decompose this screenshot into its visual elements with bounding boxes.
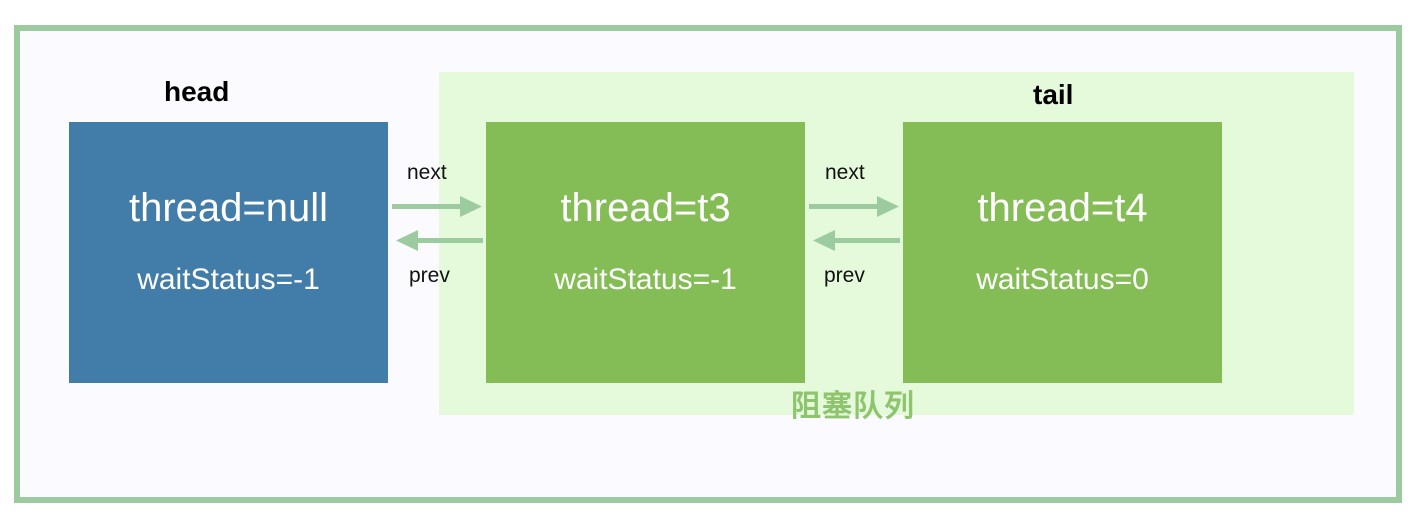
next-arrow-1 bbox=[392, 204, 462, 209]
prev-label-1: prev bbox=[409, 264, 450, 287]
node-wait-status: waitStatus=-1 bbox=[137, 263, 320, 296]
tail-label: tail bbox=[1033, 79, 1074, 110]
node-wait-status: waitStatus=0 bbox=[976, 263, 1149, 296]
prev-label-2: prev bbox=[824, 264, 865, 287]
next-arrow-2 bbox=[809, 204, 879, 209]
node-t4: thread=t4 waitStatus=0 bbox=[903, 122, 1222, 383]
prev-arrow-1 bbox=[416, 238, 483, 243]
next-label-1: next bbox=[407, 161, 447, 184]
node-wait-status: waitStatus=-1 bbox=[554, 263, 737, 296]
head-label: head bbox=[164, 76, 230, 107]
next-arrowhead-2 bbox=[877, 196, 899, 217]
next-arrowhead-1 bbox=[460, 196, 482, 217]
prev-arrowhead-2 bbox=[813, 230, 835, 251]
prev-arrow-2 bbox=[833, 238, 900, 243]
blocking-queue-label: 阻塞队列 bbox=[791, 389, 915, 424]
next-label-2: next bbox=[825, 161, 865, 184]
node-thread: thread=t4 bbox=[977, 186, 1148, 230]
node-thread: thread=t3 bbox=[560, 186, 731, 230]
head-node: thread=null waitStatus=-1 bbox=[69, 122, 388, 383]
node-t3: thread=t3 waitStatus=-1 bbox=[486, 122, 805, 383]
prev-arrowhead-1 bbox=[396, 230, 418, 251]
node-thread: thread=null bbox=[128, 186, 329, 230]
